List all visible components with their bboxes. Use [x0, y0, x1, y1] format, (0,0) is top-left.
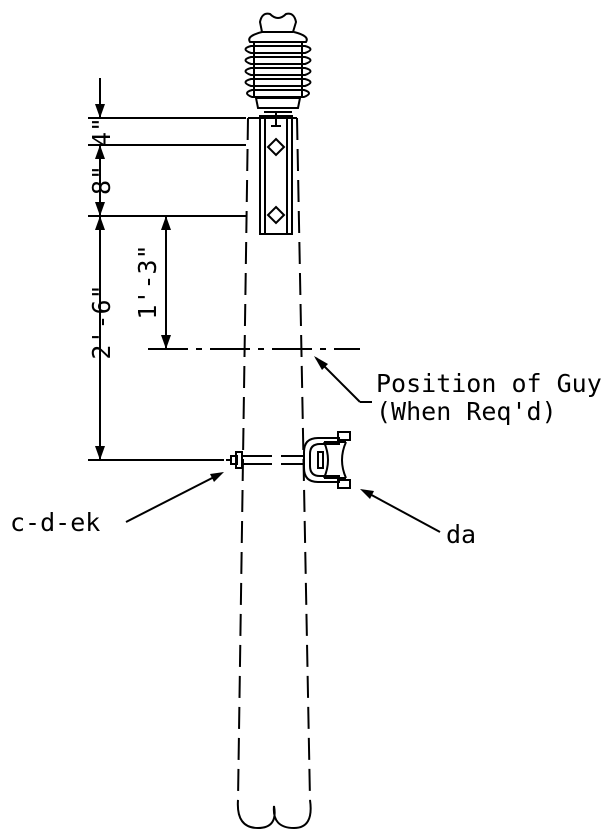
- pin-bracket: [259, 112, 293, 235]
- pole-break-symbol: [236, 799, 312, 830]
- dimension-label-2ft6in: 2'-6": [87, 284, 116, 359]
- guy-position-label-line1: Position of Guy: [376, 369, 602, 398]
- dimension-label-1ft3in: 1'-3": [133, 244, 162, 319]
- pole: [236, 117, 312, 830]
- bolt-hole-lower-icon: [266, 205, 286, 225]
- spool-clevis-icon: [303, 431, 351, 489]
- guy-position-leader: [314, 356, 372, 403]
- guy-position-label-line2: (When Req'd): [376, 397, 557, 426]
- dimension-1ft3in: 1'-3": [133, 216, 171, 349]
- bolt-hole-upper-icon: [266, 137, 286, 157]
- through-bolt: [226, 451, 304, 469]
- bolt-label: c-d-ek: [10, 508, 100, 537]
- dimension-4in: 4": [87, 78, 116, 160]
- dimension-label-4in: 4": [87, 117, 116, 147]
- pin-insulator-icon: [244, 12, 312, 113]
- dimension-8in: 8": [87, 145, 116, 216]
- spool-label: da: [446, 520, 476, 549]
- spool-leader: [360, 489, 441, 533]
- dimension-2ft6in: 2'-6": [87, 216, 116, 460]
- dimension-label-8in: 8": [87, 165, 116, 195]
- bolt-leader: [125, 472, 224, 523]
